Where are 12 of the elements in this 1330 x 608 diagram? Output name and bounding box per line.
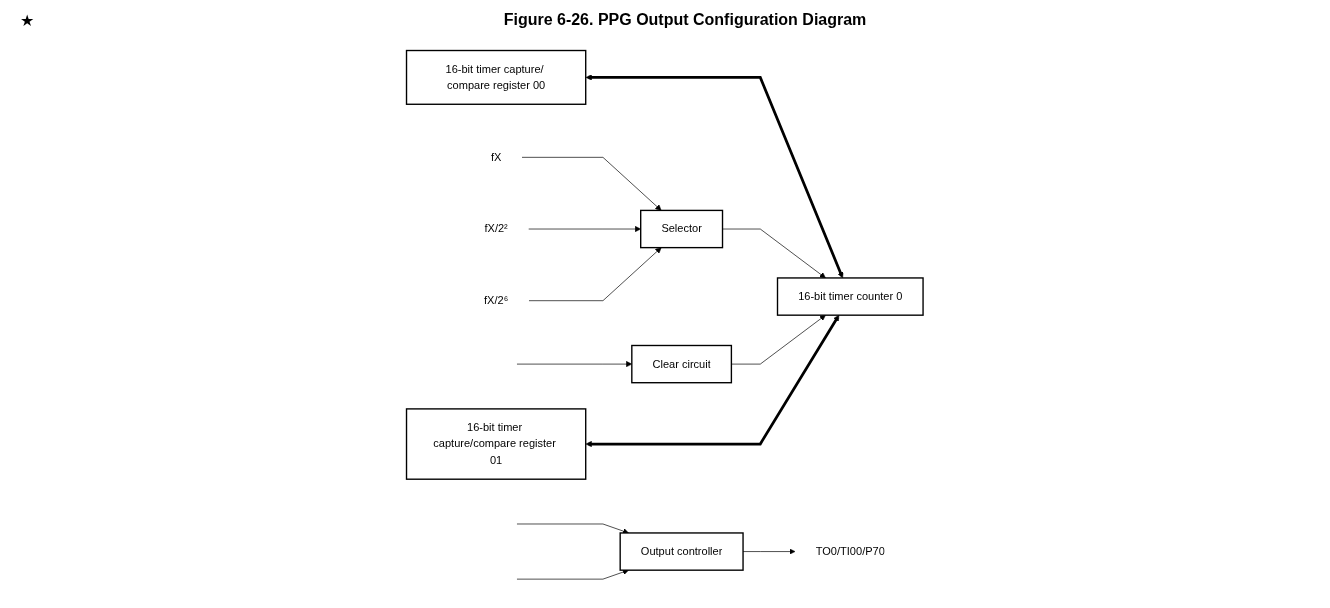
node-text: fX/2²	[484, 222, 508, 235]
node-text: TO0/TI00/P70	[815, 545, 886, 558]
node-box: 16-bit timer capture/compare register 01	[406, 408, 587, 480]
node-box: 16-bit timer counter 0	[777, 277, 924, 316]
node-box: Selector	[640, 209, 724, 249]
figure-title: Figure 6-26. PPG Output Configuration Diagram	[502, 11, 868, 29]
node-text: fX/2⁶	[484, 294, 509, 307]
node-box: Clear circuit	[631, 344, 733, 384]
node-box: Output controller	[619, 532, 744, 571]
node-text: fX	[491, 151, 502, 163]
node-box: 16-bit timer capture/ compare register 00	[406, 49, 587, 105]
star-mark: ★	[20, 10, 35, 30]
